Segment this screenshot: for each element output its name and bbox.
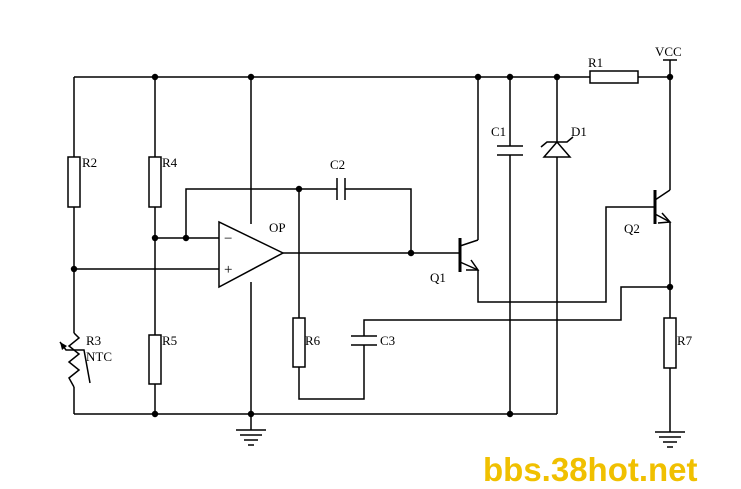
op-amp: − +	[218, 220, 285, 289]
r4-label: R4	[162, 155, 178, 170]
r1-label: R1	[588, 55, 603, 70]
r3-label: R3	[86, 333, 101, 348]
zener-diode-d1	[540, 136, 574, 158]
transistor-q1	[458, 238, 480, 272]
capacitor-c1	[497, 145, 523, 156]
transistor-q2	[653, 189, 672, 224]
c2-label: C2	[330, 157, 345, 172]
resistor-r5	[148, 334, 162, 385]
ntc-label: NTC	[86, 349, 112, 364]
r6-label: R6	[305, 333, 321, 348]
capacitor-c2	[336, 178, 346, 200]
resistor-r7	[663, 317, 677, 369]
c3-label: C3	[380, 333, 395, 348]
vcc-terminal: VCC	[655, 44, 682, 61]
c1-label: C1	[491, 124, 506, 139]
capacitor-c3	[351, 335, 377, 346]
resistor-r6	[292, 317, 306, 368]
junction-dots	[70, 73, 674, 418]
watermark-text: bbs.38hot.net	[483, 451, 698, 488]
r7-label: R7	[677, 333, 693, 348]
op-amp-plus-sign: +	[224, 262, 232, 278]
thermistor-r3	[59, 332, 91, 388]
resistor-r2	[67, 156, 81, 208]
d1-label: D1	[571, 124, 587, 139]
q1-label: Q1	[430, 270, 446, 285]
vcc-label: VCC	[655, 44, 682, 59]
resistor-r1	[589, 70, 639, 84]
op-label: OP	[269, 220, 286, 235]
ground-symbol-r7	[655, 431, 685, 448]
wires	[73, 60, 671, 432]
q2-label: Q2	[624, 221, 640, 236]
r5-label: R5	[162, 333, 177, 348]
op-amp-minus-sign: −	[224, 231, 232, 247]
r2-label: R2	[82, 155, 97, 170]
resistor-r4	[148, 156, 162, 208]
ground-symbol-op	[236, 429, 266, 446]
